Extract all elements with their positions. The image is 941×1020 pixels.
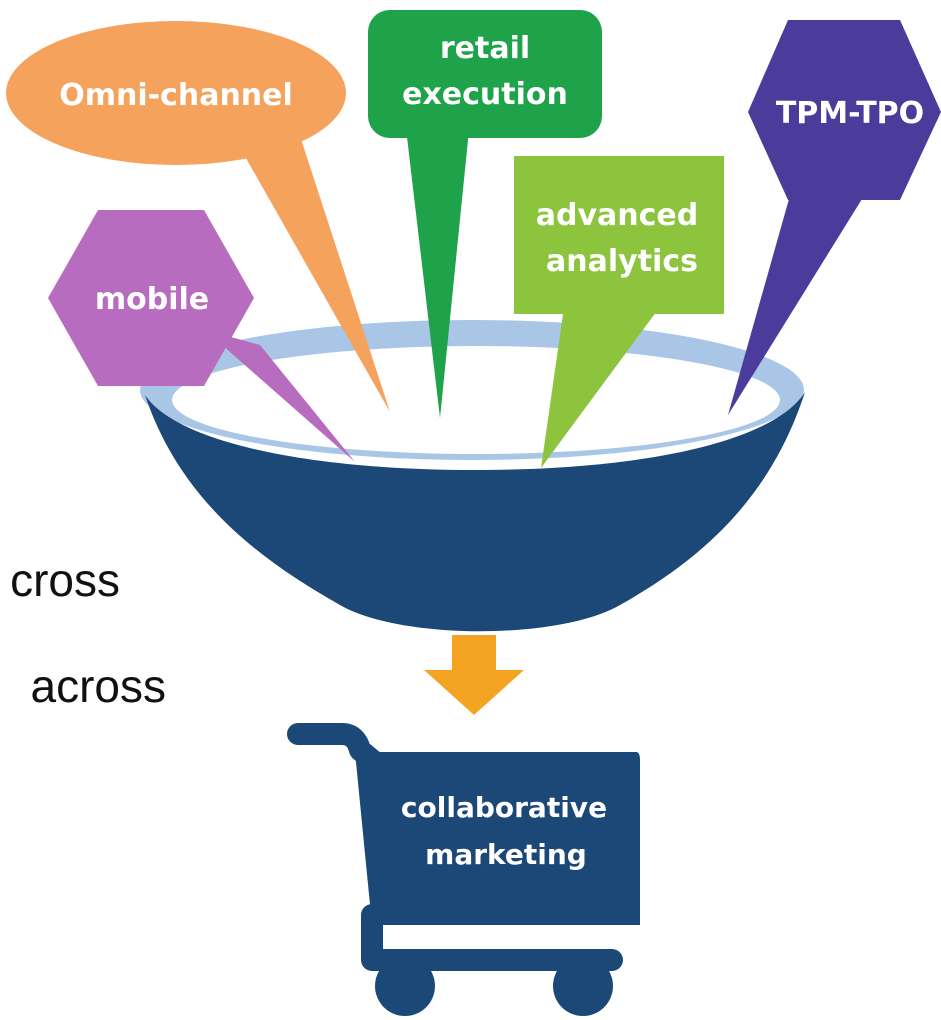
retail-label-line1: retail bbox=[440, 31, 530, 66]
analytics-label-line2: analytics bbox=[546, 244, 698, 279]
shopping-cart-icon: collaborative marketing bbox=[287, 723, 640, 1016]
mobile-label: mobile bbox=[95, 282, 209, 317]
background-text-across: across bbox=[31, 660, 166, 712]
omni-channel-label: Omni-channel bbox=[59, 78, 293, 113]
tpm-tpo-bubble: TPM-TPO bbox=[728, 20, 941, 415]
funnel-body bbox=[145, 392, 805, 632]
analytics-label-line1: advanced bbox=[536, 198, 698, 233]
down-arrow-icon bbox=[424, 635, 524, 715]
cart-label-line2: marketing bbox=[425, 838, 587, 871]
tpm-tpo-label: TPM-TPO bbox=[776, 96, 924, 131]
background-text-cross: cross bbox=[10, 554, 120, 606]
omni-channel-bubble: Omni-channel bbox=[6, 21, 390, 412]
mobile-bubble: mobile bbox=[48, 210, 355, 462]
cart-label-line1: collaborative bbox=[401, 791, 607, 824]
advanced-analytics-bubble: advanced analytics bbox=[514, 156, 724, 468]
retail-execution-bubble: retail execution bbox=[368, 10, 602, 418]
retail-label-line2: execution bbox=[402, 77, 568, 112]
